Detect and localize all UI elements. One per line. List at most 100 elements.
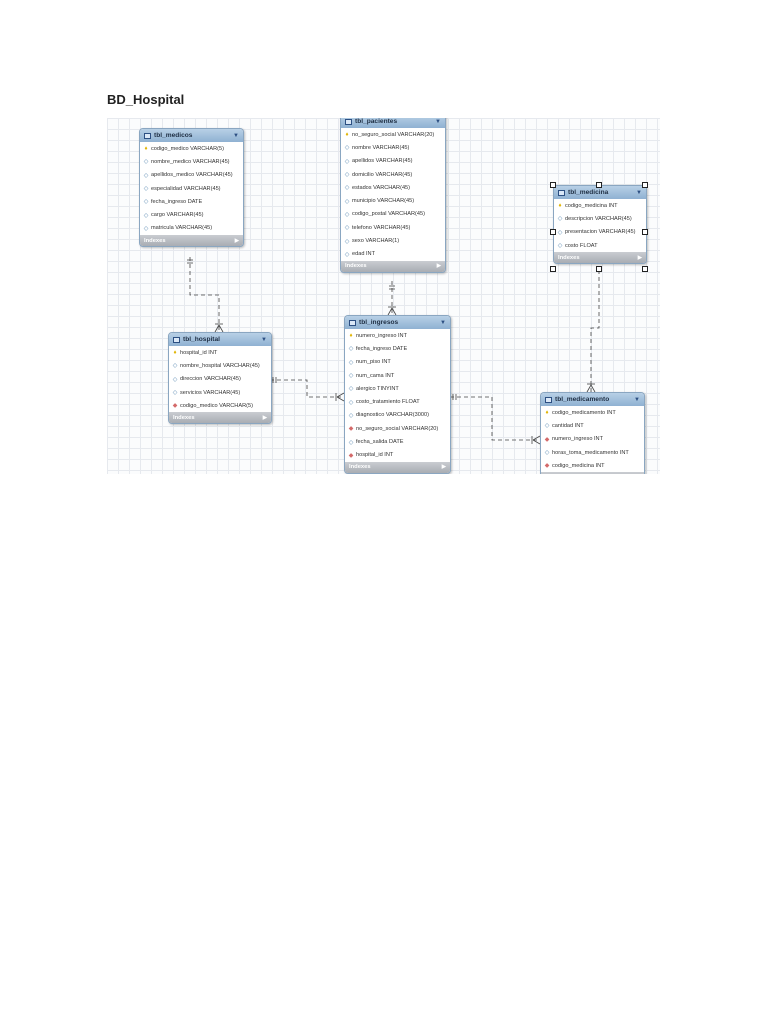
column-row[interactable]: ◇costo FLOAT: [554, 239, 646, 252]
column-row[interactable]: ◇apellidos VARCHAR(45): [341, 155, 445, 168]
table-header[interactable]: tbl_medicos▼: [140, 129, 243, 142]
column-row[interactable]: ◇fecha_salida DATE: [345, 435, 450, 448]
selection-handle[interactable]: [550, 266, 556, 272]
column-row[interactable]: ♦codigo_medicina INT: [554, 199, 646, 212]
column-row[interactable]: ◇direccion VARCHAR(45): [169, 373, 271, 386]
collapse-arrow-icon[interactable]: ▼: [233, 132, 239, 139]
column-label: nombre_medico VARCHAR(45): [151, 158, 230, 165]
column-icon: ◇: [344, 185, 350, 192]
column-row[interactable]: ◇estados VARCHAR(45): [341, 181, 445, 194]
column-row[interactable]: ◇municipio VARCHAR(45): [341, 194, 445, 207]
column-label: no_seguro_social VARCHAR(20): [352, 131, 435, 138]
column-row[interactable]: ◇costo_tratamiento FLOAT: [345, 395, 450, 408]
column-row[interactable]: ◇servicios VARCHAR(45): [169, 386, 271, 399]
column-row[interactable]: ♦codigo_medicamento INT: [541, 406, 644, 419]
selection-handle[interactable]: [596, 266, 602, 272]
column-icon: ◇: [348, 439, 354, 446]
indexes-bar[interactable]: Indexes▶: [345, 461, 450, 473]
collapse-arrow-icon[interactable]: ▼: [440, 319, 446, 326]
column-label: num_piso INT: [356, 359, 391, 366]
collapse-arrow-icon[interactable]: ▼: [261, 336, 267, 343]
column-row[interactable]: ◆no_seguro_social VARCHAR(20): [345, 422, 450, 435]
expand-arrow-icon[interactable]: ▶: [436, 263, 441, 270]
column-label: nombre VARCHAR(45): [352, 144, 410, 151]
table-header[interactable]: tbl_hospital▼: [169, 333, 271, 346]
column-row[interactable]: ◇codigo_postal VARCHAR(45): [341, 208, 445, 221]
table-tbl-ingresos[interactable]: tbl_ingresos ▼ ♦numero_ingreso INT◇fecha_i…: [344, 315, 451, 474]
column-row[interactable]: ◇especialidad VARCHAR(45): [140, 182, 243, 195]
table-tbl-medicamento[interactable]: tbl_medicamento▼♦codigo_medicamento INT◇…: [540, 392, 645, 474]
column-row[interactable]: ◆codigo_medico VARCHAR(5): [169, 399, 271, 412]
column-row[interactable]: ◇cantidad INT: [541, 419, 644, 432]
column-row[interactable]: ◇presentacion VARCHAR(45): [554, 226, 646, 239]
column-row[interactable]: ◇num_cama INT: [345, 369, 450, 382]
column-row[interactable]: ◇num_piso INT: [345, 356, 450, 369]
column-row[interactable]: ◇fecha_ingreso DATE: [345, 342, 450, 355]
column-row[interactable]: ◇telefono VARCHAR(45): [341, 221, 445, 234]
table-header[interactable]: tbl_medicina▼: [554, 186, 646, 199]
column-label: edad INT: [352, 251, 376, 258]
column-row[interactable]: ◇diagnostico VARCHAR(3000): [345, 409, 450, 422]
column-row[interactable]: ♦hospital_id INT: [169, 346, 271, 359]
column-icon: ◇: [143, 212, 149, 219]
column-row[interactable]: ◇alergico TINYINT: [345, 382, 450, 395]
expand-arrow-icon[interactable]: ▶: [637, 254, 642, 261]
diagram-canvas[interactable]: tbl_medicos▼♦codigo_medico VARCHAR(5)◇no…: [107, 118, 660, 474]
table-header[interactable]: tbl_pacientes▼: [341, 118, 445, 128]
expand-arrow-icon[interactable]: ▶: [441, 464, 446, 471]
column-row[interactable]: ◇domicilio VARCHAR(45): [341, 168, 445, 181]
link-medicina-medicamento: [590, 270, 600, 392]
column-icon: ◇: [143, 159, 149, 166]
column-row[interactable]: ◇descripcion VARCHAR(45): [554, 212, 646, 225]
selection-handle[interactable]: [596, 182, 602, 188]
indexes-bar[interactable]: Indexes▶: [541, 472, 644, 474]
expand-arrow-icon[interactable]: ▶: [262, 414, 267, 421]
column-row[interactable]: ◆codigo_medicina INT: [541, 459, 644, 472]
selection-handle[interactable]: [550, 229, 556, 235]
collapse-arrow-icon[interactable]: ▼: [634, 396, 640, 403]
table-header[interactable]: tbl_medicamento▼: [541, 393, 644, 406]
indexes-label: Indexes: [558, 254, 580, 261]
column-row[interactable]: ◇fecha_ingreso DATE: [140, 195, 243, 208]
column-label: alergico TINYINT: [356, 385, 399, 392]
column-label: direccion VARCHAR(45): [180, 376, 241, 383]
table-header[interactable]: tbl_ingresos ▼: [345, 316, 450, 329]
column-label: cantidad INT: [552, 422, 584, 429]
indexes-bar[interactable]: Indexes▶: [341, 260, 445, 272]
column-row[interactable]: ◇nombre_medico VARCHAR(45): [140, 155, 243, 168]
column-row[interactable]: ◇nombre VARCHAR(45): [341, 141, 445, 154]
column-icon: ◇: [348, 359, 354, 366]
selection-handle[interactable]: [642, 182, 648, 188]
column-row[interactable]: ♦codigo_medico VARCHAR(5): [140, 142, 243, 155]
table-tbl-medicos[interactable]: tbl_medicos▼♦codigo_medico VARCHAR(5)◇no…: [139, 128, 244, 248]
indexes-bar[interactable]: Indexes▶: [169, 412, 271, 424]
column-row[interactable]: ◇apellidos_medico VARCHAR(45): [140, 169, 243, 182]
table-tbl-medicina[interactable]: tbl_medicina▼♦codigo_medicina INT◇descri…: [553, 185, 647, 265]
collapse-arrow-icon[interactable]: ▼: [636, 189, 642, 196]
selection-handle[interactable]: [642, 266, 648, 272]
column-row[interactable]: ◆hospital_id INT: [345, 449, 450, 462]
indexes-bar[interactable]: Indexes▶: [140, 235, 243, 247]
column-label: hospital_id INT: [356, 452, 394, 459]
column-icon: ◇: [348, 346, 354, 353]
table-title: tbl_ingresos: [359, 319, 399, 326]
column-row[interactable]: ◇edad INT: [341, 248, 445, 261]
column-row[interactable]: ♦numero_ingreso INT: [345, 329, 450, 342]
table-icon: [545, 396, 552, 403]
column-row[interactable]: ◇nombre_hospital VARCHAR(45): [169, 359, 271, 372]
indexes-bar[interactable]: Indexes ▶: [554, 252, 646, 264]
column-icon: ◇: [348, 412, 354, 419]
column-row[interactable]: ♦no_seguro_social VARCHAR(20): [341, 128, 445, 141]
column-row[interactable]: ◇horas_toma_medicamento INT: [541, 446, 644, 459]
selection-handle[interactable]: [550, 182, 556, 188]
column-row[interactable]: ◇matricula VARCHAR(45): [140, 222, 243, 235]
column-row[interactable]: ◇cargo VARCHAR(45): [140, 208, 243, 221]
column-row[interactable]: ◆numero_ingreso INT: [541, 433, 644, 446]
column-row[interactable]: ◇sexo VARCHAR(1): [341, 234, 445, 247]
table-tbl-pacientes[interactable]: tbl_pacientes▼♦no_seguro_social VARCHAR(…: [340, 118, 446, 273]
collapse-arrow-icon[interactable]: ▼: [435, 118, 441, 125]
expand-arrow-icon[interactable]: ▶: [234, 237, 239, 244]
table-tbl-hospital[interactable]: tbl_hospital▼♦hospital_id INT◇nombre_hos…: [168, 332, 272, 425]
relationship-lines: [187, 257, 600, 445]
selection-handle[interactable]: [642, 229, 648, 235]
